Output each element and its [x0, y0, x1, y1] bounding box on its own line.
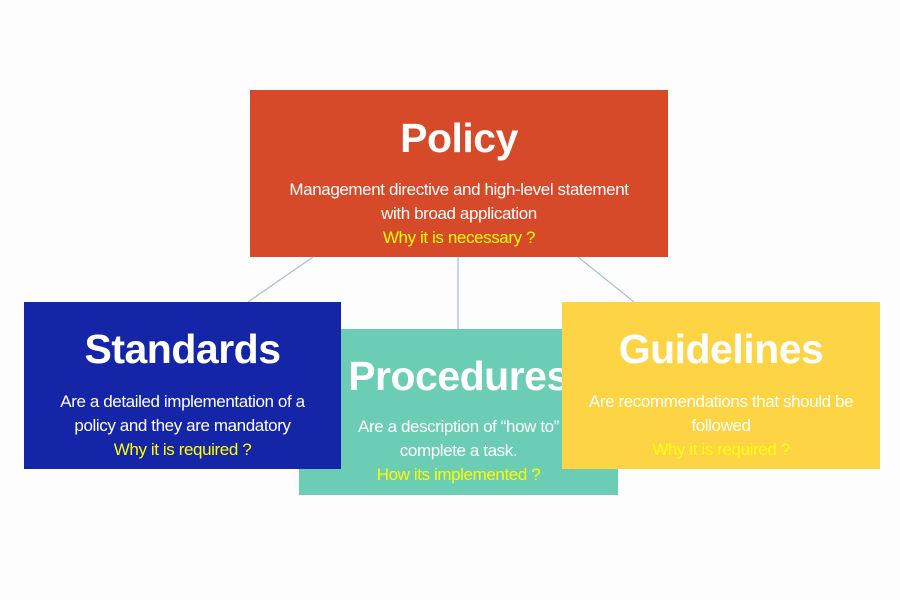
policy-box: Policy Management directive and high-lev… [250, 90, 668, 257]
procedures-title: Procedures [348, 353, 569, 399]
procedures-description-line: Are a description of “how to” [358, 417, 559, 436]
policy-title: Policy [400, 115, 518, 161]
guidelines-title: Guidelines [618, 326, 824, 372]
guidelines-description-line: Are recommendations that should be [588, 392, 854, 411]
standards-box: Standards Are a detailed implementation … [24, 302, 341, 469]
procedures-description-line: complete a task. [399, 441, 518, 460]
connector-policy-guidelines [577, 256, 635, 303]
policy-description-line: Management directive and high-level stat… [289, 180, 629, 199]
policy-description-line: with broad application [381, 204, 537, 223]
standards-description-line: policy and they are mandatory [74, 416, 291, 435]
guidelines-question: Why it is required ? [652, 440, 790, 459]
standards-question: Why it is required ? [113, 440, 252, 459]
connector-policy-standards [247, 256, 314, 303]
policy-question: Why it is necessary ? [382, 228, 536, 247]
procedures-question: How its implemented ? [376, 465, 541, 484]
standards-description-line: Are a detailed implementation of a [60, 392, 305, 411]
standards-title: Standards [84, 326, 282, 372]
guidelines-description-line: followed [691, 416, 751, 435]
guidelines-box: Guidelines Are recommendations that shou… [562, 302, 880, 469]
